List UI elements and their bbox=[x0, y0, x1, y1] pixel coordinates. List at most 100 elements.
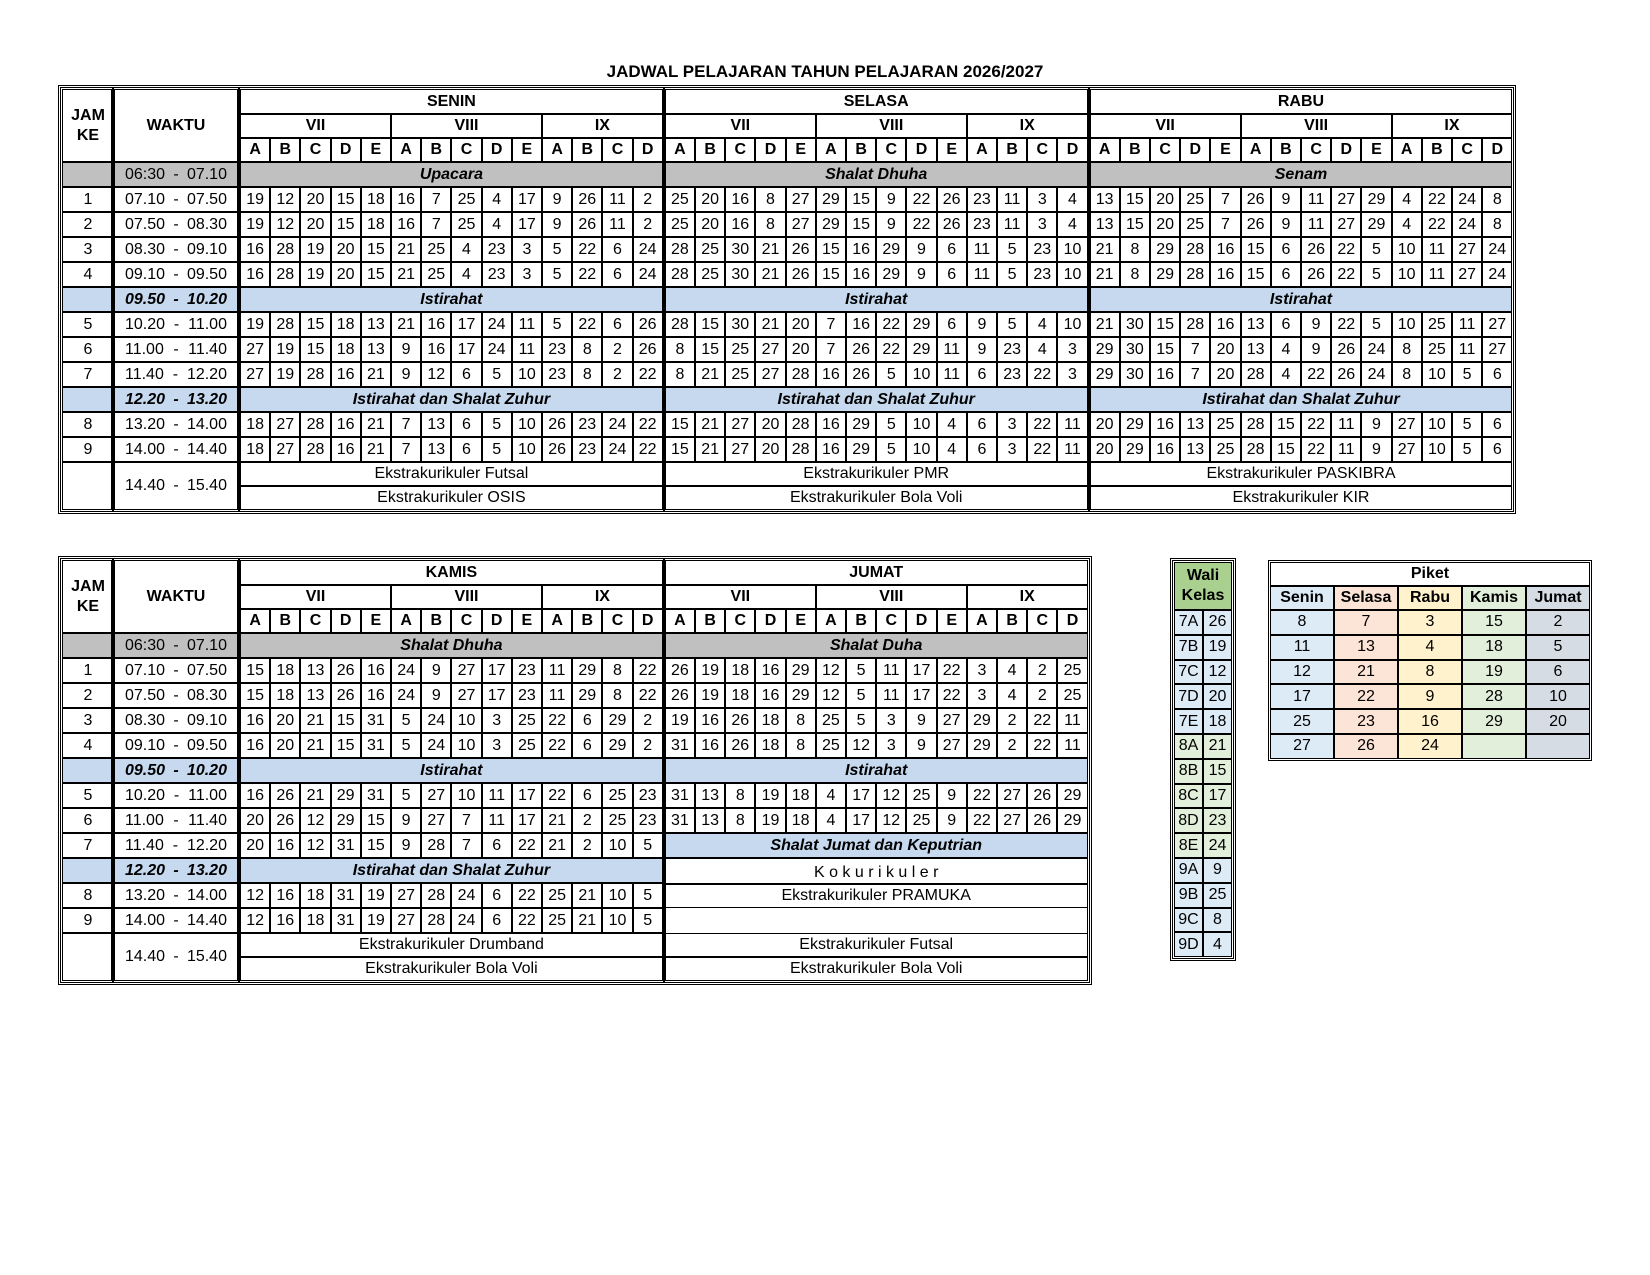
wali-teacher-code: 18 bbox=[1203, 709, 1232, 734]
teacher-code-cell: 27 bbox=[1331, 212, 1362, 237]
teacher-code-cell: 29 bbox=[1057, 808, 1088, 833]
teacher-code-cell: 4 bbox=[1391, 212, 1422, 237]
grade-header: VIII bbox=[815, 585, 967, 609]
teacher-code-cell: 4 bbox=[997, 658, 1028, 683]
teacher-code-cell: 16 bbox=[725, 187, 756, 212]
teacher-code-cell: 26 bbox=[936, 212, 967, 237]
teacher-code-cell: 24 bbox=[451, 908, 482, 933]
teacher-code-cell: 15 bbox=[1270, 412, 1301, 437]
class-header: E bbox=[360, 609, 391, 633]
time-end: 14.40 bbox=[186, 440, 227, 458]
class-header: E bbox=[1361, 138, 1392, 162]
piket-teacher-code: 23 bbox=[1334, 709, 1398, 734]
teacher-code-cell: 11 bbox=[1301, 212, 1332, 237]
teacher-code-cell: 5 bbox=[846, 683, 877, 708]
teacher-code-cell: 25 bbox=[1180, 212, 1211, 237]
teacher-code-cell: 6 bbox=[451, 412, 482, 437]
teacher-code-cell: 31 bbox=[360, 733, 391, 758]
teacher-code-cell: 23 bbox=[481, 237, 512, 262]
jam-number bbox=[62, 858, 114, 883]
class-header: C bbox=[451, 609, 482, 633]
teacher-code-cell: 19 bbox=[360, 883, 391, 908]
teacher-code-cell: 24 bbox=[451, 883, 482, 908]
teacher-code-cell: 11 bbox=[1452, 337, 1483, 362]
teacher-code-cell: 16 bbox=[725, 212, 756, 237]
teacher-code-cell: 29 bbox=[1361, 187, 1392, 212]
teacher-code-cell: 10 bbox=[451, 783, 482, 808]
teacher-code-cell: 27 bbox=[725, 412, 756, 437]
time-dash: - bbox=[173, 886, 179, 904]
teacher-code-cell: 22 bbox=[1301, 437, 1332, 462]
time-start: 06:30 bbox=[125, 636, 166, 654]
time-cell: 14.40-15.40 bbox=[114, 933, 238, 981]
teacher-code-cell: 8 bbox=[725, 783, 756, 808]
teacher-code-cell: 21 bbox=[572, 908, 603, 933]
teacher-code-cell: 16 bbox=[846, 262, 877, 287]
piket-day-header: Selasa bbox=[1334, 586, 1398, 610]
wali-teacher-code: 25 bbox=[1203, 882, 1232, 908]
teacher-code-cell: 5 bbox=[846, 708, 877, 733]
teacher-code-cell: 19 bbox=[270, 337, 301, 362]
teacher-code-cell: 7 bbox=[1210, 212, 1241, 237]
teacher-code-cell: 17 bbox=[846, 808, 877, 833]
teacher-code-cell: 6 bbox=[936, 262, 967, 287]
teacher-code-cell: 3 bbox=[481, 708, 512, 733]
teacher-code-cell: 8 bbox=[602, 658, 633, 683]
time-end: 11.00 bbox=[188, 786, 227, 804]
class-header: C bbox=[451, 138, 482, 162]
teacher-code-cell: 2 bbox=[602, 362, 633, 387]
time-end: 07.50 bbox=[186, 661, 227, 679]
teacher-code-cell: 17 bbox=[511, 808, 542, 833]
piket-teacher-code: 2 bbox=[1526, 610, 1590, 635]
teacher-code-cell: 24 bbox=[602, 412, 633, 437]
time-cell: 12.20-13.20 bbox=[114, 858, 238, 883]
time-dash: - bbox=[173, 948, 179, 965]
time-dash: - bbox=[173, 290, 179, 308]
time-dash: - bbox=[173, 240, 179, 258]
time-cell: 07.50-08.30 bbox=[114, 683, 238, 708]
teacher-code-cell: 19 bbox=[755, 808, 786, 833]
teacher-code-cell: 12 bbox=[421, 362, 452, 387]
teacher-code-cell: 4 bbox=[815, 783, 846, 808]
wali-teacher-code: 20 bbox=[1203, 684, 1232, 710]
teacher-code-cell: 5 bbox=[632, 908, 663, 933]
teacher-code-cell: 18 bbox=[270, 658, 301, 683]
teacher-code-cell: 11 bbox=[997, 187, 1028, 212]
teacher-code-cell: 18 bbox=[300, 883, 331, 908]
teacher-code-cell: 29 bbox=[1150, 262, 1181, 287]
kelas-code: 8C bbox=[1174, 783, 1203, 809]
teacher-code-cell: 25 bbox=[421, 237, 452, 262]
class-header: B bbox=[1119, 138, 1150, 162]
teacher-code-cell: 26 bbox=[1240, 212, 1271, 237]
teacher-code-cell: 5 bbox=[481, 412, 512, 437]
teacher-code-cell: 16 bbox=[360, 658, 391, 683]
time-end: 14.00 bbox=[186, 886, 227, 904]
teacher-code-cell: 26 bbox=[330, 683, 361, 708]
ke-label: KE bbox=[76, 126, 100, 144]
jam-number bbox=[62, 287, 114, 312]
class-header: E bbox=[936, 138, 967, 162]
teacher-code-cell: 29 bbox=[1119, 412, 1150, 437]
teacher-code-cell: 25 bbox=[602, 808, 633, 833]
teacher-code-cell: 4 bbox=[481, 187, 512, 212]
class-header: A bbox=[391, 609, 422, 633]
teacher-code-cell: 15 bbox=[1119, 187, 1150, 212]
teacher-code-cell: 16 bbox=[1150, 412, 1181, 437]
time-dash: - bbox=[173, 215, 179, 233]
teacher-code-cell: 6 bbox=[572, 783, 603, 808]
teacher-code-cell: 4 bbox=[481, 212, 512, 237]
teacher-code-cell: 19 bbox=[270, 362, 301, 387]
class-header: A bbox=[815, 138, 846, 162]
extracurricular-item: Ekstrakurikuler PRAMUKA bbox=[664, 884, 1088, 908]
teacher-code-cell: 20 bbox=[755, 412, 786, 437]
teacher-code-cell: 31 bbox=[360, 783, 391, 808]
teacher-code-cell: 10 bbox=[1391, 237, 1422, 262]
teacher-code-cell: 3 bbox=[511, 237, 542, 262]
teacher-code-cell: 15 bbox=[1150, 337, 1181, 362]
time-start: 09.10 bbox=[125, 736, 166, 754]
time-cell: 11.00-11.40 bbox=[114, 808, 238, 833]
teacher-code-cell: 26 bbox=[1301, 237, 1332, 262]
teacher-code-cell: 28 bbox=[300, 412, 331, 437]
teacher-code-cell: 7 bbox=[451, 808, 482, 833]
class-header: D bbox=[330, 138, 361, 162]
